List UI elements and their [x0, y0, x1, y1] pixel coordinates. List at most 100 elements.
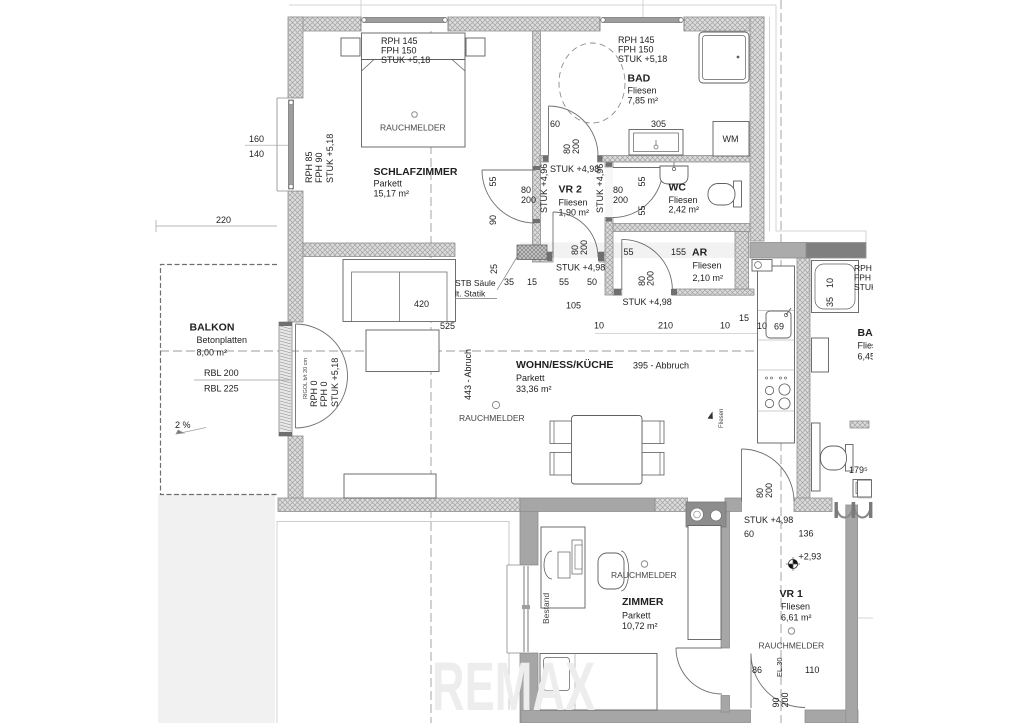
svg-text:90: 90 [771, 697, 781, 707]
svg-text:REMAX: REMAX [432, 649, 595, 723]
svg-text:+2,93: +2,93 [799, 552, 822, 562]
svg-text:6,61 m²: 6,61 m² [781, 613, 812, 623]
svg-text:FPH 150: FPH 150 [618, 45, 654, 55]
svg-text:STUK +4,96: STUK +4,96 [595, 164, 605, 213]
svg-text:STUK: STUK [854, 282, 877, 292]
svg-text:305: 305 [651, 119, 666, 129]
svg-text:RAUCHMELDER: RAUCHMELDER [759, 641, 825, 651]
svg-text:AR: AR [692, 247, 708, 259]
svg-text:Bestand: Bestand [541, 593, 551, 624]
svg-text:86: 86 [752, 665, 762, 675]
svg-text:69: 69 [774, 322, 784, 332]
svg-text:200: 200 [764, 483, 774, 498]
svg-text:443 - Abruch: 443 - Abruch [463, 349, 473, 400]
svg-text:RPH 145: RPH 145 [381, 36, 418, 46]
svg-text:STUK +4,98: STUK +4,98 [623, 297, 672, 307]
svg-text:Betonplatten: Betonplatten [197, 335, 248, 345]
svg-text:200: 200 [613, 195, 628, 205]
svg-text:80: 80 [613, 185, 623, 195]
svg-text:Fliesen: Fliesen [719, 409, 725, 428]
svg-text:SCHLAFZIMMER: SCHLAFZIMMER [374, 166, 458, 178]
svg-text:BAD: BAD [628, 73, 651, 85]
svg-text:RPH 1: RPH 1 [854, 263, 879, 273]
svg-text:80: 80 [755, 488, 765, 498]
svg-text:STUK +4,98: STUK +4,98 [744, 515, 793, 525]
svg-text:35: 35 [504, 277, 514, 287]
svg-text:395 - Abbruch: 395 - Abbruch [633, 361, 689, 371]
svg-text:200: 200 [579, 240, 589, 255]
svg-text:RPH 85: RPH 85 [304, 151, 314, 183]
svg-text:ZIMMER: ZIMMER [622, 596, 664, 608]
svg-text:RPH 0: RPH 0 [309, 380, 319, 407]
svg-text:STUK +5,18: STUK +5,18 [325, 134, 335, 183]
svg-text:55: 55 [488, 176, 498, 186]
svg-text:Parkett: Parkett [374, 179, 403, 189]
svg-text:200: 200 [780, 692, 790, 707]
svg-text:RAUCHMELDER: RAUCHMELDER [611, 570, 677, 580]
svg-text:Fliesen: Fliesen [559, 198, 588, 208]
svg-text:200: 200 [646, 271, 656, 286]
svg-text:Fliesen: Fliesen [693, 261, 722, 271]
svg-text:RIGOL b/t 20 cm: RIGOL b/t 20 cm [303, 358, 309, 399]
svg-text:80: 80 [637, 276, 647, 286]
svg-text:80: 80 [570, 245, 580, 255]
svg-text:25: 25 [489, 264, 499, 274]
svg-text:2,10 m²: 2,10 m² [693, 273, 724, 283]
svg-text:110: 110 [805, 665, 819, 675]
svg-text:STUK +5,18: STUK +5,18 [381, 55, 430, 65]
svg-text:136: 136 [799, 529, 814, 539]
svg-text:155: 155 [671, 247, 686, 257]
svg-text:55: 55 [637, 205, 647, 215]
svg-text:15: 15 [739, 313, 749, 323]
svg-text:80: 80 [562, 144, 572, 154]
svg-text:10: 10 [825, 278, 835, 288]
svg-text:10: 10 [757, 321, 767, 331]
svg-text:525: 525 [440, 321, 455, 331]
svg-text:200: 200 [521, 195, 536, 205]
svg-text:160: 160 [249, 134, 264, 144]
svg-text:210: 210 [658, 321, 673, 331]
svg-text:STUK +4,96: STUK +4,96 [539, 164, 549, 213]
svg-text:10,72 m²: 10,72 m² [622, 621, 658, 631]
svg-text:FPH 1: FPH 1 [854, 273, 878, 283]
svg-text:33,36 m²: 33,36 m² [516, 384, 552, 394]
svg-text:STB Säule: STB Säule [455, 278, 496, 288]
svg-text:WM: WM [723, 134, 739, 144]
svg-text:FPH 150: FPH 150 [381, 46, 417, 56]
svg-text:Parkett: Parkett [622, 611, 651, 621]
svg-text:35: 35 [825, 297, 835, 307]
svg-text:8,00 m²: 8,00 m² [197, 348, 228, 358]
svg-text:420: 420 [414, 299, 429, 309]
svg-text:2,42 m²: 2,42 m² [669, 205, 700, 215]
svg-text:STUK +5,18: STUK +5,18 [618, 54, 667, 64]
svg-text:FPH 90: FPH 90 [314, 152, 324, 183]
svg-text:10: 10 [594, 321, 604, 331]
svg-text:60: 60 [550, 119, 560, 129]
svg-text:BALKON: BALKON [190, 322, 235, 334]
svg-text:STUK +4,98: STUK +4,98 [556, 263, 605, 273]
svg-text:WC: WC [669, 182, 687, 194]
svg-text:FPH 0: FPH 0 [319, 381, 329, 407]
svg-text:Parkett: Parkett [516, 373, 545, 383]
svg-text:RPH 145: RPH 145 [618, 35, 655, 45]
svg-text:80: 80 [521, 185, 531, 195]
svg-text:55: 55 [559, 277, 569, 287]
svg-text:7,85 m²: 7,85 m² [628, 96, 659, 106]
svg-text:90: 90 [488, 215, 498, 225]
svg-text:220: 220 [216, 215, 231, 225]
svg-text:WOHN/ESS/KÜCHE: WOHN/ESS/KÜCHE [516, 358, 613, 371]
svg-text:Fliesen: Fliesen [628, 86, 657, 96]
svg-text:RAUCHMELDER: RAUCHMELDER [459, 413, 525, 423]
svg-text:Fliesen: Fliesen [858, 341, 887, 351]
svg-text:60: 60 [744, 529, 754, 539]
svg-text:Fliesen: Fliesen [669, 195, 698, 205]
svg-text:RBL 200: RBL 200 [204, 368, 239, 378]
svg-text:6,45 m²: 6,45 m² [858, 352, 889, 362]
svg-text:15: 15 [527, 277, 537, 287]
svg-text:105: 105 [566, 301, 581, 311]
svg-text:1,90 m²: 1,90 m² [559, 208, 590, 218]
svg-text:10: 10 [720, 321, 730, 331]
svg-text:EL.30: EL.30 [775, 657, 784, 677]
svg-text:STUK +4,98: STUK +4,98 [550, 164, 599, 174]
svg-text:STUK +5,18: STUK +5,18 [330, 358, 340, 407]
